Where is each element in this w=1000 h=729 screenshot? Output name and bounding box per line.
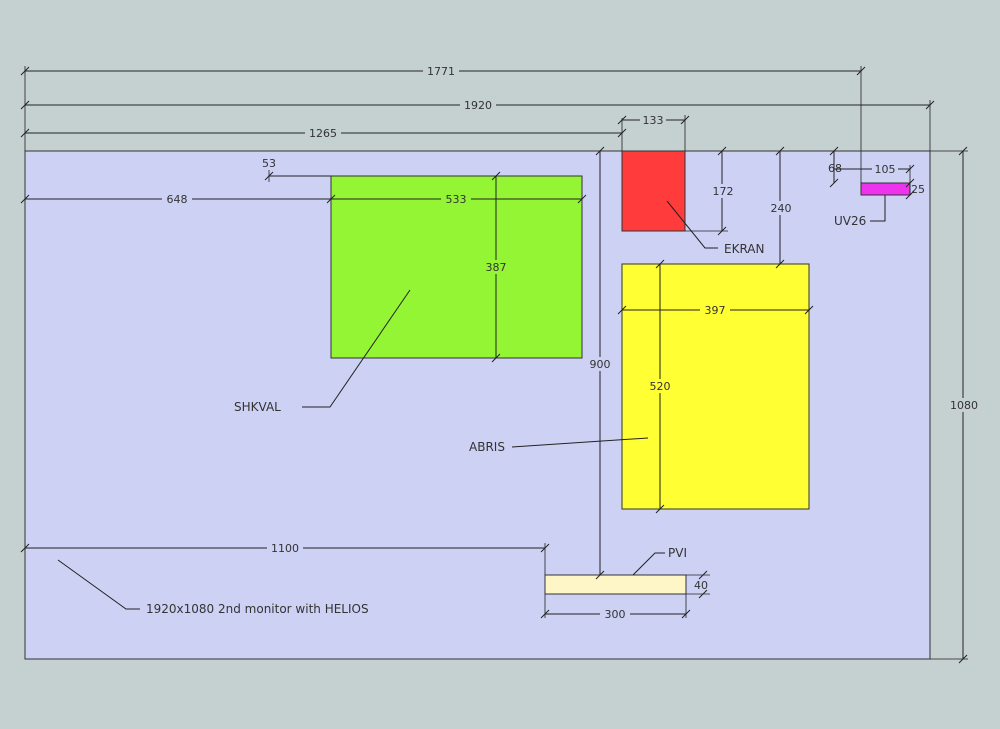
pvi-label: PVI bbox=[668, 546, 687, 560]
dim-label-1771: 1771 bbox=[427, 65, 455, 78]
dim-label-397: 397 bbox=[705, 304, 726, 317]
dim-label-533: 533 bbox=[446, 193, 467, 206]
dim-label-105: 105 bbox=[875, 163, 896, 176]
dim-label-133: 133 bbox=[643, 114, 664, 127]
uv26-leader bbox=[870, 195, 886, 222]
dim-label-172: 172 bbox=[713, 185, 734, 198]
ekran-panel bbox=[621, 150, 686, 232]
abris-leader bbox=[511, 437, 649, 448]
dim-label-900: 900 bbox=[590, 358, 611, 371]
uv26-panel bbox=[860, 182, 911, 196]
dim-label-53: 53 bbox=[262, 157, 276, 170]
dim-label-387: 387 bbox=[486, 261, 507, 274]
monitor-leader bbox=[57, 559, 140, 610]
shkval-panel bbox=[330, 175, 583, 359]
dim-label-300: 300 bbox=[605, 608, 626, 621]
ekran-leader bbox=[666, 200, 718, 249]
dim-label-240: 240 bbox=[771, 202, 792, 215]
pvi-leader bbox=[632, 552, 665, 576]
monitor-label: 1920x1080 2nd monitor with HELIOS bbox=[146, 602, 369, 616]
dim-label-1100: 1100 bbox=[271, 542, 299, 555]
shkval-leader bbox=[302, 289, 411, 408]
dim-label-520: 520 bbox=[650, 380, 671, 393]
dim-label-1920: 1920 bbox=[464, 99, 492, 112]
abris-label: ABRIS bbox=[469, 440, 505, 454]
dim-label-1080: 1080 bbox=[950, 399, 978, 412]
dim-label-25: 25 bbox=[911, 183, 925, 196]
ekran-label: EKRAN bbox=[724, 242, 765, 256]
dim-label-648: 648 bbox=[167, 193, 188, 206]
pvi-panel bbox=[544, 574, 687, 595]
uv26-label: UV26 bbox=[834, 214, 866, 228]
shkval-label: SHKVAL bbox=[234, 400, 281, 414]
dim-label-1265: 1265 bbox=[309, 127, 337, 140]
dim-label-40: 40 bbox=[694, 579, 708, 592]
